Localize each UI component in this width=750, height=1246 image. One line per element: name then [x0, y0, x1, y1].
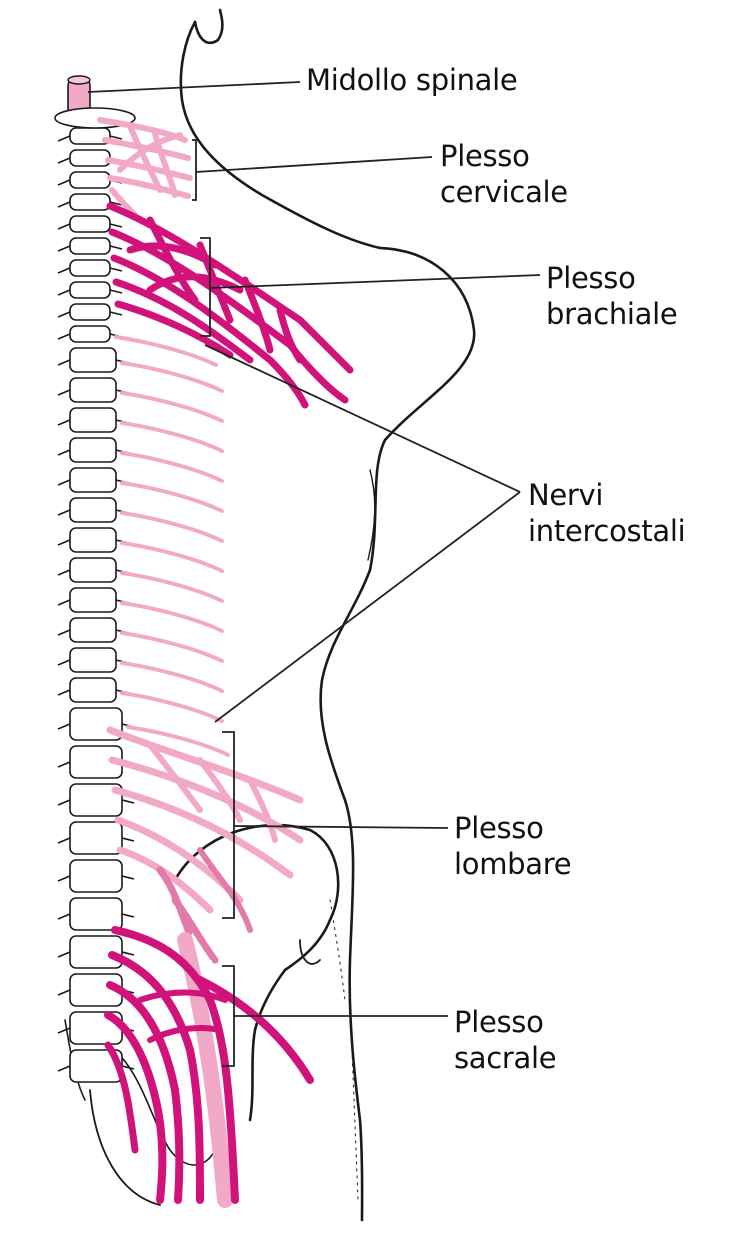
vertebra-process: [57, 799, 135, 806]
stipple-lower: [351, 1049, 359, 1201]
label-intercostal-line1: Nervi: [528, 478, 604, 512]
vertebra: [69, 497, 117, 523]
cervical-plexus: [97, 117, 193, 218]
vertebra: [69, 407, 117, 433]
label-intercostal-nerves: Nervi intercostali: [528, 477, 686, 549]
vertebra-process: [57, 951, 135, 958]
leader-intercostal-upper: [204, 344, 521, 493]
label-brachial-plexus: Plesso brachiale: [546, 260, 678, 332]
spinal-cord: [54, 75, 136, 129]
vertebra: [69, 897, 123, 931]
vertebra: [69, 647, 117, 673]
vertebra: [69, 437, 117, 463]
intercostal-nerve: [126, 725, 230, 757]
label-lumbar-line2: lombare: [454, 847, 572, 881]
hip-bone-outline: [173, 823, 340, 972]
vertebra: [69, 527, 117, 553]
vertebra: [69, 215, 111, 233]
intercostal-nerve: [120, 451, 224, 483]
intercostal-nerve: [120, 601, 224, 633]
leader-lines: [87, 81, 541, 1067]
intercostal-nerve: [120, 511, 224, 543]
vertebra-process: [57, 223, 123, 230]
vertebra: [69, 377, 117, 403]
vertebra-process: [57, 913, 135, 920]
vertebra: [69, 193, 111, 211]
vertebra-process: [57, 1065, 135, 1072]
vertebra-process: [57, 267, 123, 274]
vertebra-process: [57, 875, 135, 882]
vertebra-process: [57, 289, 123, 296]
leader-lumbar: [233, 825, 449, 829]
label-brachial-line2: brachiale: [546, 297, 678, 331]
vertebra-process: [57, 245, 123, 252]
vertebra: [69, 587, 117, 613]
vertebra: [69, 677, 117, 703]
vertebral-column: [57, 127, 135, 1083]
vertebra: [69, 557, 117, 583]
label-lumbar-line1: Plesso: [454, 811, 544, 845]
intercostal-nerve: [120, 541, 224, 573]
leader-cervical: [195, 156, 433, 173]
label-spinal-cord-text: Midollo spinale: [306, 63, 518, 97]
vertebra-process: [57, 837, 135, 844]
leader-brachial: [209, 274, 541, 289]
pelvis-lower-outline: [89, 1089, 161, 1206]
label-sacral-line1: Plesso: [454, 1005, 544, 1039]
intercostal-nerve: [120, 361, 224, 393]
vertebra: [69, 281, 111, 299]
label-brachial-line1: Plesso: [546, 261, 636, 295]
label-lumbar-plexus: Plesso lombare: [454, 810, 572, 882]
vertebra: [69, 303, 111, 321]
intercostal-nerve: [120, 571, 224, 603]
body-outline: [64, 8, 476, 1222]
lumbar-plexus: [106, 726, 304, 964]
shoulder-outline: [368, 246, 476, 572]
intercostal-nerve: [120, 661, 224, 693]
lumbar-bracket: [222, 731, 235, 919]
buttock-outline: [248, 968, 287, 1122]
vertebra-process: [57, 201, 123, 208]
vertebra: [69, 171, 111, 189]
brachial-bracket: [200, 237, 211, 337]
label-sacral-plexus: Plesso sacrale: [454, 1004, 557, 1076]
vertebra: [69, 259, 111, 277]
label-spinal-cord: Midollo spinale: [306, 62, 518, 98]
label-sacral-line2: sacrale: [454, 1041, 557, 1075]
spinal-cord-top: [67, 75, 91, 85]
vertebra: [69, 617, 117, 643]
torso-outline: [319, 568, 372, 1222]
vertebra: [69, 149, 111, 167]
intercostal-nerve: [120, 631, 224, 663]
label-intercostal-line2: intercostali: [528, 514, 686, 548]
vertebra: [69, 467, 117, 493]
vertebra: [69, 347, 117, 373]
shoulder-blade-line: [367, 469, 376, 561]
label-cervical-line2: cervicale: [440, 175, 568, 209]
stipple-hip: [329, 899, 346, 1001]
intercostal-nerve: [120, 391, 224, 423]
vertebra-process: [57, 135, 123, 142]
cervical-bracket: [192, 139, 197, 201]
brachial-plexus: [106, 202, 354, 409]
leader-intercostal-lower: [214, 491, 521, 723]
vertebra: [69, 237, 111, 255]
vertebra: [69, 859, 123, 893]
intercostal-nerve: [120, 481, 224, 513]
sacral-plexus: [104, 926, 314, 1208]
chin-outline: [193, 8, 224, 45]
leader-spinal-cord: [87, 81, 301, 93]
intercostal-nerve: [120, 691, 224, 723]
intercostal-nerve: [114, 335, 218, 367]
vertebra: [69, 325, 111, 343]
intercostal-nerves: [114, 335, 230, 757]
vertebra-process: [57, 311, 123, 318]
label-cervical-line1: Plesso: [440, 139, 530, 173]
label-cervical-plexus: Plesso cervicale: [440, 138, 568, 210]
buttock-inner: [299, 939, 321, 965]
vertebra: [69, 821, 123, 855]
intercostal-nerve: [120, 421, 224, 453]
neck-back-outline: [179, 20, 382, 250]
